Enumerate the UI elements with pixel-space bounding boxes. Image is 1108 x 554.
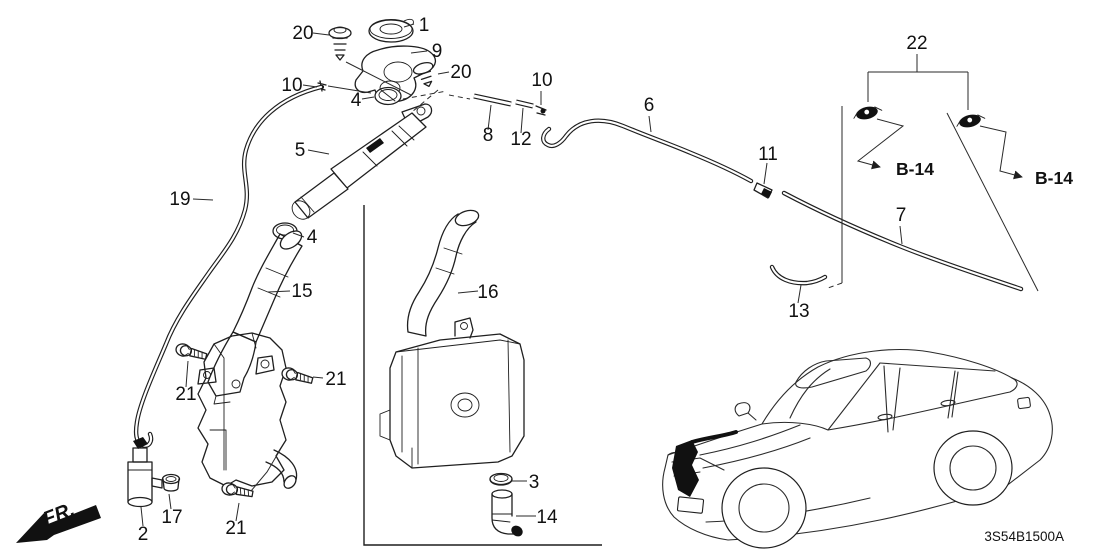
b14-ref-right: B-14 — [1035, 168, 1073, 188]
callout-2-pump: 2 — [138, 524, 149, 545]
washer-tube-part19 — [136, 87, 321, 446]
callout-7-tube: 7 — [896, 205, 907, 226]
callout-17-grommet: 17 — [161, 507, 182, 528]
callout-21-bolt-a: 21 — [175, 384, 196, 405]
b14-arrow-left — [856, 118, 905, 170]
reservoir-part16 — [379, 209, 525, 469]
callout-8-tube: 8 — [483, 125, 494, 146]
inset-box-border — [363, 205, 602, 546]
clip-part20-right — [412, 61, 434, 88]
callout-16-reservoir: 16 — [477, 282, 498, 303]
cap-part3 — [489, 472, 513, 486]
bolt-part21-upper-left — [174, 341, 209, 363]
callout-6-tube: 6 — [644, 95, 655, 116]
callout-20-clip: 20 — [450, 62, 471, 83]
clip-part20-left — [328, 26, 352, 61]
callout-20-cap-clip: 20 — [292, 23, 313, 44]
washer-reservoir-assembly — [197, 332, 298, 489]
callout-11-joint: 11 — [758, 144, 778, 165]
callout-22-nozzles: 22 — [906, 33, 927, 54]
callout-3-cap: 3 — [529, 472, 540, 493]
nozzle-part22-right — [956, 114, 986, 128]
callout-10-clip-left: 10 — [281, 75, 302, 96]
b14-arrow-right — [979, 125, 1023, 180]
callout-9-bracket: 9 — [432, 41, 443, 62]
callout-21-bolt-c: 21 — [225, 518, 246, 539]
grommet-part17 — [161, 473, 181, 492]
nozzle-right-locator-line — [946, 112, 1039, 292]
washer-cap-part1 — [368, 18, 414, 43]
callout-15-filler: 15 — [291, 281, 312, 302]
clip-part10-right — [535, 105, 547, 116]
callout-14-pump: 14 — [536, 507, 558, 528]
b14-ref-left: B-14 — [896, 159, 934, 179]
washer-pump-part2 — [127, 437, 163, 508]
fr-direction-arrow — [16, 505, 101, 543]
callout-4-grommet-low: 4 — [307, 227, 318, 248]
callout-12-tube: 12 — [510, 129, 531, 150]
grommet-part4-upper — [374, 86, 402, 106]
bolt-part21-upper-right — [280, 365, 315, 387]
callout-22-bracket — [867, 54, 969, 110]
joint-part11 — [753, 182, 773, 199]
callout-leader-lines — [140, 23, 903, 527]
nozzle-left-locator-dash — [827, 282, 843, 289]
washer-tube-part12 — [516, 102, 533, 106]
callout-10-clip-right: 10 — [531, 70, 552, 91]
callout-4-grommet-up: 4 — [351, 90, 362, 111]
washer-tube-part13 — [772, 267, 825, 283]
washer-pump-part14 — [491, 489, 523, 537]
diagram-code: 3S54B1500A — [984, 529, 1064, 544]
callout-5-neck: 5 — [295, 140, 306, 161]
callout-labels: 20 1 9 20 10 4 5 8 12 10 6 22 11 7 13 19… — [138, 15, 928, 545]
filler-pipe-part15 — [207, 230, 303, 405]
callout-13-tube: 13 — [788, 301, 809, 322]
washer-tube-part6 — [543, 121, 751, 181]
nozzle-part22-left — [853, 106, 883, 120]
callout-1-cap: 1 — [419, 15, 430, 36]
washer-tube-part8 — [474, 96, 511, 104]
vehicle-illustration — [662, 348, 1053, 549]
callout-19-tube: 19 — [169, 189, 190, 210]
callout-21-bolt-b: 21 — [325, 369, 346, 390]
washer-filler-neck-part5 — [291, 103, 433, 220]
